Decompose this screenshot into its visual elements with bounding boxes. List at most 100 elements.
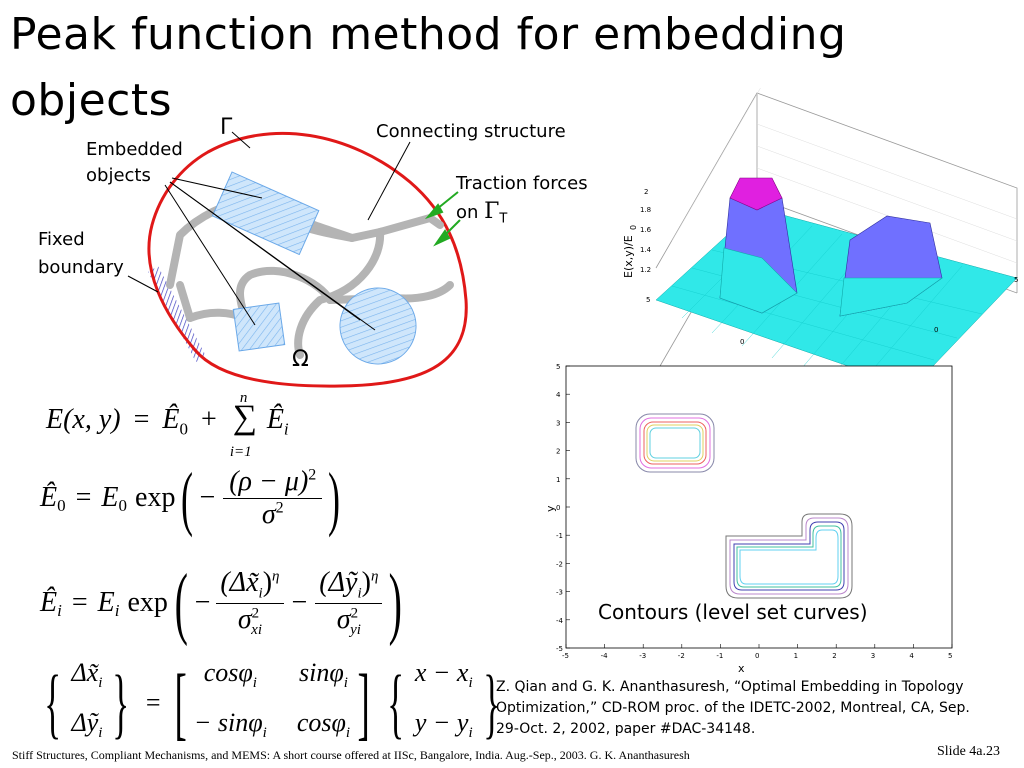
eq4-brace-right-2: } xyxy=(482,659,500,746)
contour-xtick-label: -1 xyxy=(716,652,723,660)
eq4-matrix: cosφi sinφ i − sinφi cosφi xyxy=(194,653,350,753)
eq3-den1-sub: xi xyxy=(251,622,262,639)
gamma-t-symbol: Γ xyxy=(484,199,500,224)
eq4-v1-text: Δx̃ xyxy=(71,657,99,687)
omega-label: Ω xyxy=(292,347,309,372)
label-connecting-structure: Connecting structure xyxy=(376,121,566,142)
eq4-equals: = xyxy=(145,688,161,717)
contour-ytick-label: 0 xyxy=(556,504,560,512)
eq2-lhs-sub: 0 xyxy=(57,496,66,515)
contour-ytick-label: -4 xyxy=(556,617,564,625)
slide-title: Peak function method for embedding objec… xyxy=(10,2,910,134)
eq3-num1-text: (Δx̃ xyxy=(220,566,259,598)
eq3-num2-sup: η xyxy=(370,568,379,585)
eq4-r1-sub: i xyxy=(468,675,473,691)
eq3-den1-text: σ xyxy=(237,603,252,635)
title-line-1: Peak function method for embedding xyxy=(10,9,847,60)
eq2-paren-left: ( xyxy=(181,458,194,538)
label-boundary: boundary xyxy=(38,257,124,278)
contour-ytick-label: 4 xyxy=(556,391,561,399)
eq4-v2-text: Δỹ xyxy=(71,708,99,737)
label-fixed: Fixed xyxy=(38,229,85,250)
eq4-vector-left: Δx̃i Δỹi xyxy=(71,653,102,753)
eq2-coef: E xyxy=(101,482,119,513)
contour-ytick-label: 5 xyxy=(556,363,560,371)
surface-grid xyxy=(671,88,1018,264)
label-traction-on: on ΓT xyxy=(456,200,507,232)
eq4-m11: cosφi xyxy=(194,653,267,703)
surface-ztick-1: 1.2 xyxy=(640,266,651,274)
title-line-2: objects xyxy=(10,75,173,126)
eq3-denominator-2: σ2yi xyxy=(337,604,361,640)
eq4-m12-text: sinφ xyxy=(298,657,344,687)
footer-text: Stiff Structures, Compliant Mechanisms, … xyxy=(12,748,690,762)
eq3-den2-sub: yi xyxy=(350,622,361,639)
traction-arrows xyxy=(424,191,461,247)
contour-ytick-label: -1 xyxy=(556,532,563,540)
eq4-r1: x − xi xyxy=(415,653,473,703)
eq1-sum-top: n xyxy=(239,390,248,406)
eq3-numerator-1: (Δx̃i)η xyxy=(216,566,284,604)
eq3-den2-text: σ xyxy=(336,603,351,635)
contour-xtick-label: -3 xyxy=(639,652,646,660)
left-peak-top xyxy=(729,177,783,211)
surface-ztick-3: 1.6 xyxy=(640,226,652,234)
eq2-denominator: σ2 xyxy=(262,499,284,531)
eq1-equals: = xyxy=(133,404,150,435)
embedding-schematic: Γ Ω xyxy=(127,115,468,388)
label-embedded: Embedded xyxy=(86,139,183,160)
eq2-num-sup: 2 xyxy=(308,466,317,484)
eq2-coef-sub: 0 xyxy=(118,496,128,515)
eq4-v2-sub: i xyxy=(98,725,103,742)
gamma-t-subscript: T xyxy=(499,211,508,227)
eq3-denominator-1: σ2xi xyxy=(238,604,262,640)
eq3-num1-close: ) xyxy=(262,566,273,598)
contour-ytick-label: -5 xyxy=(556,645,563,653)
surface-ytick-2: 0 xyxy=(740,338,744,346)
embedded-object-rect-large xyxy=(211,171,320,256)
eq3-den2-sup: 2 xyxy=(350,605,359,622)
fixed-boundary-hatch xyxy=(148,266,206,362)
right-peak-cyan xyxy=(839,277,943,317)
contour-ytick-label: 1 xyxy=(556,476,560,484)
eq4-m22-text: cosφ xyxy=(296,708,346,737)
equation-4: { Δx̃i Δỹi } = [ cosφi sinφi − sinφi cos… xyxy=(34,657,510,748)
contour-set-upper xyxy=(635,413,715,473)
eq3-lhs: Ê xyxy=(40,587,58,618)
eq3-fraction-2: (Δỹi)η σ2yi xyxy=(315,566,383,640)
eq3-num2-close: ) xyxy=(361,566,371,598)
eq3-minus2: − xyxy=(291,587,308,618)
contour-ytick-label: -3 xyxy=(556,589,563,597)
eq1-term2: Ê xyxy=(266,404,284,435)
slide-number: Slide 4a.23 xyxy=(937,744,1000,759)
eq3-num2-text: (Δỹ xyxy=(319,566,358,598)
eq2-num-text: (ρ − μ) xyxy=(229,465,309,497)
eq3-numerator-2: (Δỹi)η xyxy=(315,566,383,604)
surface-plot: E(x,y)/E 0 1.2 1.4 1.6 1.8 2 5 0 -5 -5 0… xyxy=(622,88,1018,388)
contour-xtick-label: 3 xyxy=(871,652,875,660)
eq4-vector-right: x − xi y − yi xyxy=(415,653,473,753)
eq4-m11-sub: i xyxy=(252,675,257,691)
embedded-object-square xyxy=(232,302,286,352)
eq1-lhs: E(x, y) xyxy=(46,404,121,435)
eq1-sum-bottom: i=1 xyxy=(229,444,252,460)
eq2-fraction: (ρ − μ)2 σ2 xyxy=(223,465,323,531)
left-peak-cyan xyxy=(719,247,798,314)
equation-1: E(x, y) = Ê0 + n ∑ i=1 Êi xyxy=(46,390,289,460)
eq4-m21-text: − sinφ xyxy=(193,708,263,737)
eq4-m21: − sinφi xyxy=(194,703,267,753)
eq3-num1-sup: η xyxy=(272,568,280,585)
contour-xtick-label: -2 xyxy=(678,652,685,660)
contour-xtick-label: 1 xyxy=(794,652,798,660)
eq3-paren-right: ) xyxy=(389,559,403,647)
eq2-numerator: (ρ − μ)2 xyxy=(223,465,323,499)
label-on: on xyxy=(456,202,479,223)
eq4-bracket-left: [ xyxy=(174,657,187,748)
eq2-lhs: Ê xyxy=(40,482,58,513)
surface-xtick-3: 5 xyxy=(1014,276,1018,284)
eq1-term1-sub: 0 xyxy=(179,419,189,439)
eq4-m22: cosφi xyxy=(297,703,350,753)
